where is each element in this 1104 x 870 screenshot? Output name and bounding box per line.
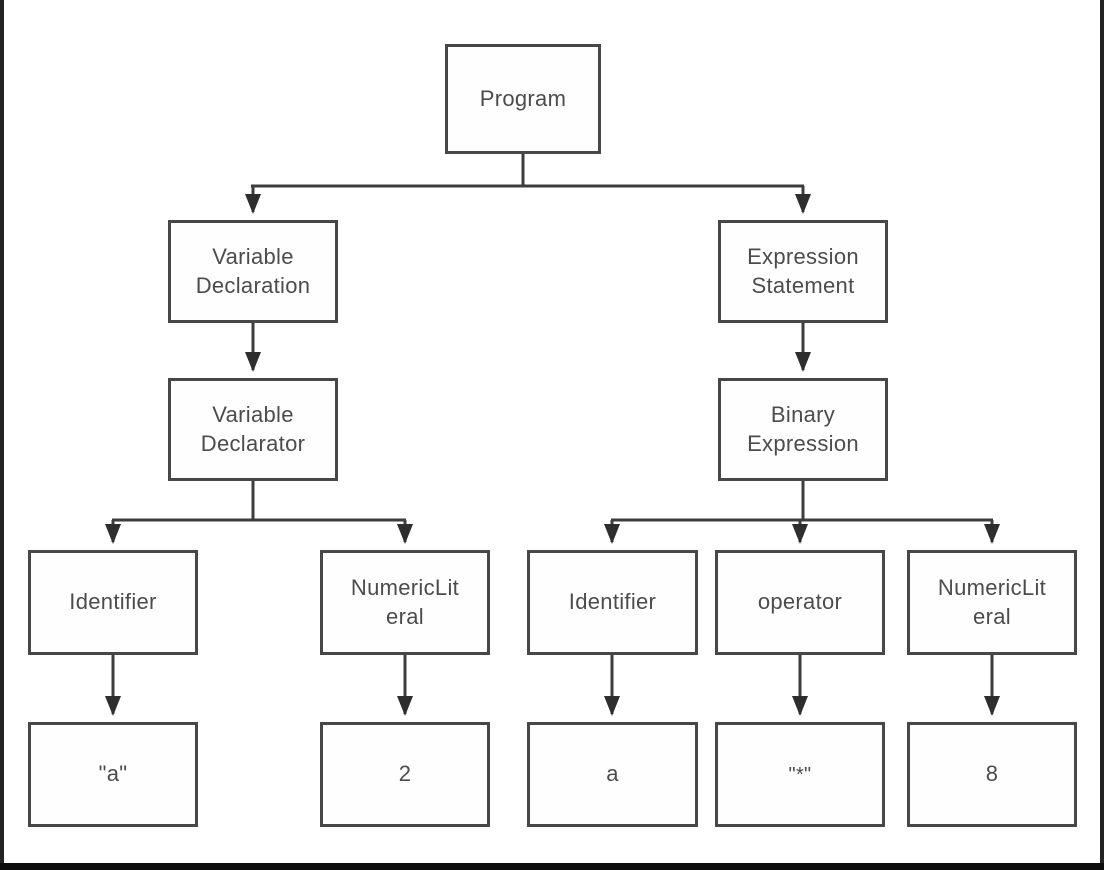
node-label: a — [606, 761, 619, 787]
frame-edge-bottom — [0, 863, 1104, 870]
node-value-star: "*" — [715, 722, 885, 827]
node-label: Identifier — [69, 589, 157, 615]
node-label: Variable Declaration — [195, 243, 311, 298]
node-expression-statement: Expression Statement — [718, 220, 888, 323]
node-label: "a" — [98, 761, 128, 787]
node-label: Identifier — [568, 589, 657, 615]
node-label: Variable Declarator — [200, 401, 306, 456]
node-operator: operator — [715, 550, 885, 655]
node-label: 8 — [985, 761, 999, 787]
node-label: NumericLiteral — [350, 574, 460, 629]
node-value-8: 8 — [907, 722, 1077, 827]
node-value-a: a — [527, 722, 698, 827]
node-label: Binary Expression — [747, 401, 859, 456]
node-binary-expression: Binary Expression — [718, 378, 888, 481]
node-label: Program — [479, 85, 567, 111]
node-identifier-left: Identifier — [28, 550, 198, 655]
node-identifier-right: Identifier — [527, 550, 698, 655]
frame-edge-right — [1100, 0, 1104, 870]
node-value-a-quoted: "a" — [28, 722, 198, 827]
node-numeric-literal-right: NumericLiteral — [907, 550, 1077, 655]
node-variable-declarator: Variable Declarator — [168, 378, 338, 481]
node-label: 2 — [398, 761, 412, 787]
node-label: Expression Statement — [747, 243, 859, 298]
node-label: "*" — [788, 763, 812, 786]
node-value-2: 2 — [320, 722, 490, 827]
node-variable-declaration: Variable Declaration — [168, 220, 338, 323]
node-numeric-literal-left: NumericLiteral — [320, 550, 490, 655]
node-label: NumericLiteral — [937, 574, 1047, 629]
frame-edge-left — [0, 0, 4, 870]
node-program: Program — [445, 44, 601, 154]
node-label: operator — [757, 589, 843, 615]
